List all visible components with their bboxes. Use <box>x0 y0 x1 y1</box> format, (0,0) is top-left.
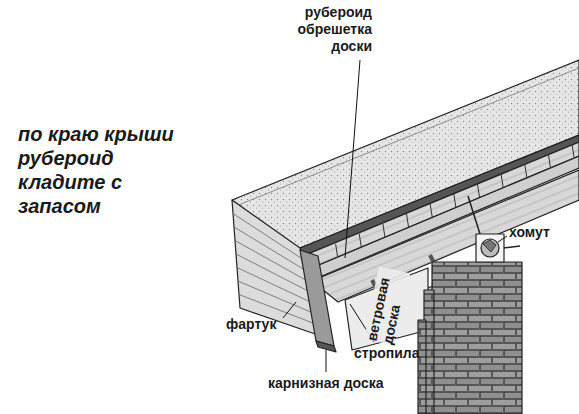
part-label: фартук <box>226 316 276 332</box>
clamp <box>476 234 504 262</box>
part-label: обрешетка <box>292 21 372 37</box>
brick-wall <box>432 262 522 414</box>
part-label: хомут <box>509 224 550 240</box>
part-label: карнизная доска <box>268 375 384 391</box>
part-label: доски <box>292 38 372 54</box>
part-label: рубероид <box>292 4 372 20</box>
note-text: по краю крыши рубероид кладите с запасом <box>18 122 200 218</box>
part-label: стропила <box>354 345 420 361</box>
eave-board <box>300 250 334 346</box>
part-label: ветровая доска <box>364 267 411 346</box>
leader-lines <box>283 60 507 372</box>
